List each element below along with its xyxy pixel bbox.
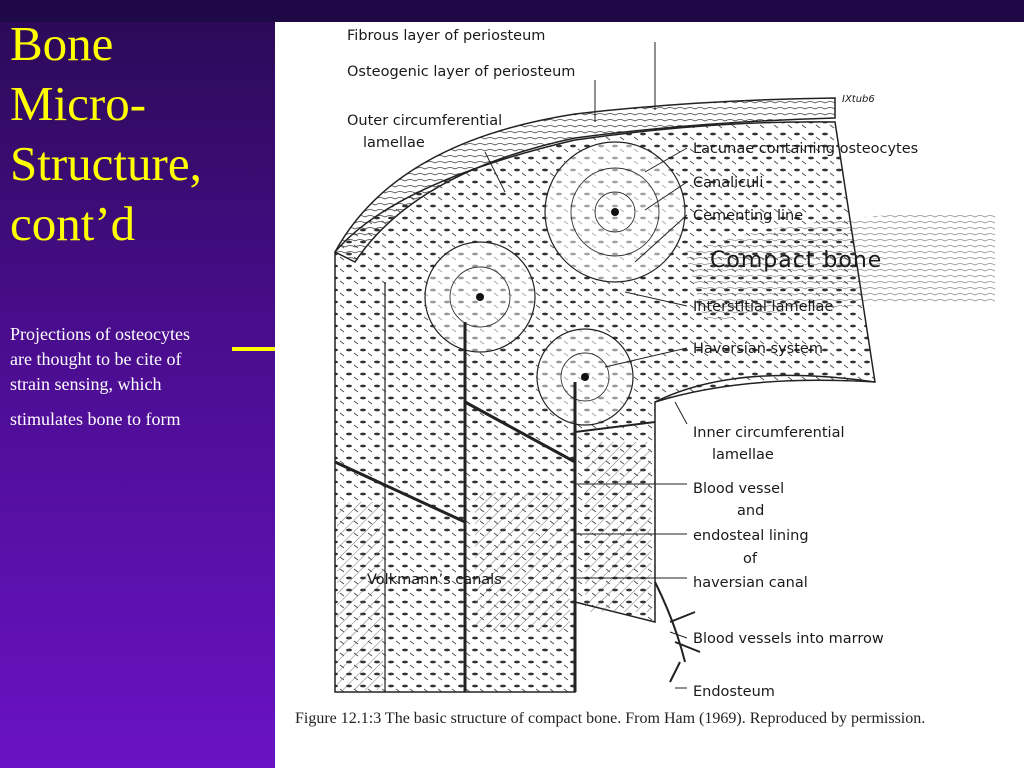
label-inner-1: Inner circumferential (693, 425, 845, 441)
note-line: strain sensing, which (10, 374, 162, 394)
artist-signature: IXtub6 (842, 94, 875, 105)
label-haversian: Haversian system (693, 341, 823, 357)
label-canaliculi: Canaliculi (693, 175, 763, 191)
label-blood-3: endosteal lining (693, 528, 809, 544)
title-line: cont’d (10, 196, 136, 251)
note-line: are thought to be cite of (10, 349, 182, 369)
label-cementing: Cementing line (693, 208, 803, 224)
bone-figure: Fibrous layer of periosteum Osteogenic l… (275, 22, 1024, 768)
label-lacunae: Lacunae containing osteocytes (693, 141, 918, 157)
note-line: stimulates bone to form (10, 409, 181, 429)
label-osteogenic: Osteogenic layer of periosteum (347, 64, 575, 80)
title-line: Micro- (10, 76, 147, 131)
bone-diagram: Fibrous layer of periosteum Osteogenic l… (333, 28, 995, 700)
label-compact-bone: Compact bone (710, 248, 882, 273)
label-outer-1: Outer circumferential (347, 113, 502, 129)
label-endosteum: Endosteum (693, 684, 775, 700)
label-interstitial: Interstitial lamellae (693, 299, 833, 315)
label-volkmann: Volkmann’s canals (367, 572, 502, 588)
note-line: Projections of osteocytes (10, 324, 190, 344)
title-line: Structure, (10, 136, 202, 191)
title-line: Bone (10, 16, 114, 71)
label-blood-1: Blood vessel (693, 481, 784, 497)
figure-caption: Figure 12.1:3 The basic structure of com… (295, 710, 926, 727)
marrow-vessel (654, 581, 701, 683)
label-fibrous: Fibrous layer of periosteum (347, 28, 545, 44)
label-marrow: Blood vessels into marrow (693, 631, 884, 647)
label-blood-5: haversian canal (693, 575, 808, 591)
label-inner-2: lamellae (712, 447, 774, 463)
label-blood-4: of (743, 551, 758, 567)
label-outer-2: lamellae (363, 135, 425, 151)
label-blood-2: and (737, 503, 764, 519)
slide-note: Projections of osteocytes are thought to… (10, 322, 260, 432)
slide-title: Bone Micro- Structure, cont’d (10, 14, 270, 254)
slide-top-frame (0, 0, 1024, 22)
